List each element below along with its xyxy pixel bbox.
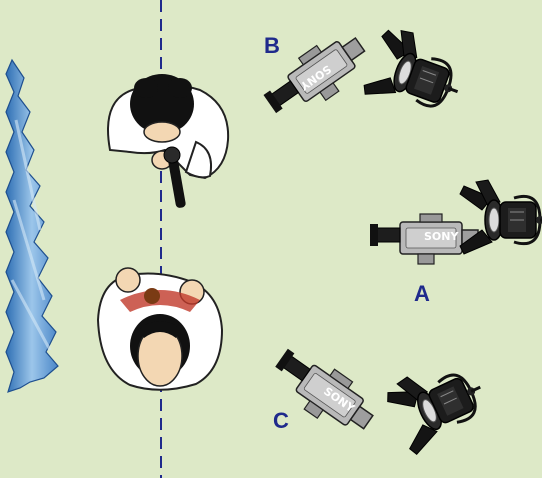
camera-a-label: A [414, 281, 430, 306]
backdrop-curtain-icon [5, 58, 59, 393]
interviewer-top-view-icon [107, 74, 230, 180]
camera-c-label: C [273, 408, 289, 433]
video-camera-icon: SONY [369, 213, 479, 265]
studio-light-icon [359, 21, 473, 126]
studio-light-icon [380, 349, 497, 458]
camera-b-label: B [264, 33, 280, 58]
studio-light-icon [458, 178, 542, 256]
interviewee-top-view-icon [96, 267, 224, 391]
microphone-icon [163, 146, 186, 208]
camera-a-brand: SONY [424, 230, 459, 243]
video-camera-icon: SONY [256, 24, 376, 129]
